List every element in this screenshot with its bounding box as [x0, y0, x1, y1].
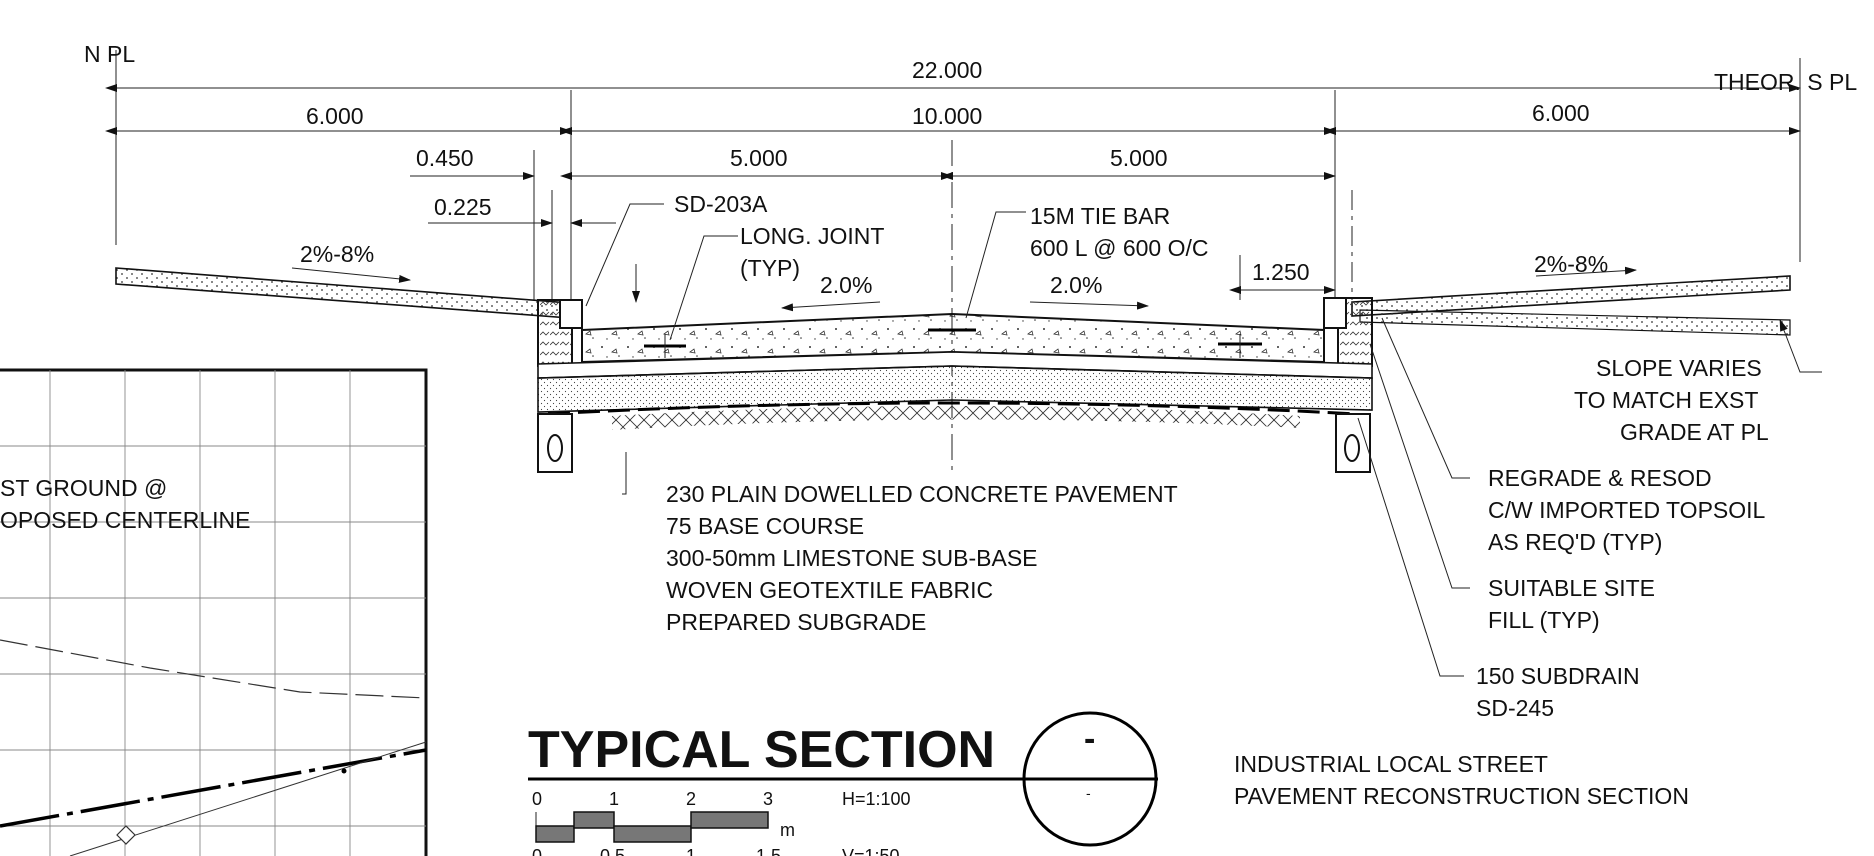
callout-site-fill-1: SUITABLE SITE [1488, 575, 1655, 601]
description-line-2: PAVEMENT RECONSTRUCTION SECTION [1234, 783, 1689, 809]
slope-arrow-pavement-right [1029, 301, 1149, 310]
scale-h-tick-1: 1 [609, 789, 619, 809]
callout-slope-varies-1: SLOPE VARIES [1596, 355, 1762, 381]
pavement-layer-5: PREPARED SUBGRADE [666, 609, 926, 635]
pavement-layer-1: 230 PLAIN DOWELLED CONCRETE PAVEMENT [666, 481, 1178, 507]
proposed-profile-line [0, 748, 427, 828]
section-title: TYPICAL SECTION [528, 721, 995, 779]
callout-slope-varies-2: TO MATCH EXST [1574, 387, 1758, 413]
title-block: TYPICAL SECTION - - INDUSTRIAL LOCAL STR… [528, 711, 1689, 847]
callout-regrade-2: C/W IMPORTED TOPSOIL [1488, 497, 1766, 523]
cross-section: 2%-8% 2.0% 2.0% 2%-8% [115, 241, 1791, 473]
scale-v-ratio: V=1:50 [842, 846, 900, 856]
pavement-layer-4: WOVEN GEOTEXTILE FABRIC [666, 577, 993, 603]
profile-diamond-marker [116, 825, 136, 845]
dim-roadway: 10.000 [912, 103, 982, 129]
callout-tie-bar-2: 600 L @ 600 O/C [1030, 235, 1209, 261]
dim-overall: 22.000 [912, 57, 982, 83]
slope-pavement-right: 2.0% [1050, 272, 1102, 298]
north-property-line-label: N PL [84, 41, 135, 67]
left-subdrain-pipe [547, 434, 563, 462]
dim-lane-left: 5.000 [730, 145, 788, 171]
dim-boulevard-right: 6.000 [1532, 100, 1590, 126]
scale-h-tick-0: 0 [532, 789, 542, 809]
dim-curb-offset: 0.225 [434, 194, 492, 220]
callout-long-joint-2: (TYP) [740, 255, 800, 281]
left-boulevard-topsoil [115, 267, 571, 319]
dimension-lines: 22.000 6.000 10.000 6.000 0.450 5.000 5.… [105, 50, 1801, 470]
scale-v-tick-2: 1 [686, 846, 696, 856]
profile-label-1: ST GROUND @ [0, 475, 167, 501]
geotextile-line [547, 401, 1357, 416]
callout-leaders [585, 203, 1822, 677]
sub-base [537, 365, 1373, 413]
right-boulevard-topsoil [1351, 275, 1791, 317]
callout-sd203a: SD-203A [674, 191, 768, 217]
callout-slope-varies-3: GRADE AT PL [1620, 419, 1769, 445]
dim-lane-right: 5.000 [1110, 145, 1168, 171]
scale-h-tick-2: 2 [686, 789, 696, 809]
scale-v-tick-0: 0 [532, 846, 542, 856]
callout-regrade-3: AS REQ'D (TYP) [1488, 529, 1662, 555]
right-subdrain-pipe [1344, 434, 1360, 462]
scale-h-tick-3: 3 [763, 789, 773, 809]
left-subdrain-box [537, 413, 573, 473]
callout-site-fill-2: FILL (TYP) [1488, 607, 1600, 633]
pavement-layer-2: 75 BASE COURSE [666, 513, 864, 539]
slope-arrow-left-boulevard [291, 267, 411, 283]
section-symbol-bottom: - [1086, 785, 1091, 801]
slope-pavement-left: 2.0% [820, 272, 872, 298]
slope-right-boulevard: 2%-8% [1534, 251, 1608, 277]
callout-long-joint-1: LONG. JOINT [740, 223, 884, 249]
profile-label-2: OPOSED CENTERLINE [0, 507, 251, 533]
right-curb-top [1323, 297, 1347, 329]
profile-inset: ST GROUND @ OPOSED CENTERLINE [0, 368, 428, 856]
callout-tie-bar-1: 15M TIE BAR [1030, 203, 1170, 229]
description-line-1: INDUSTRIAL LOCAL STREET [1234, 751, 1548, 777]
dim-curb-width: 0.450 [416, 145, 474, 171]
slope-arrow-pavement-left [781, 301, 881, 312]
left-curb-top [559, 299, 583, 329]
callout-regrade-1: REGRADE & RESOD [1488, 465, 1712, 491]
south-property-line-label: THEOR. S PL [1714, 69, 1857, 95]
dim-boulevard-left: 6.000 [306, 103, 364, 129]
section-symbol-top: - [1084, 720, 1095, 758]
existing-ground-line [0, 639, 427, 699]
pavement-layer-3: 300-50mm LIMESTONE SUB-BASE [666, 545, 1038, 571]
scale-bar: 0 1 2 3 H=1:100 m 0 0.5 1 1.5 V=1:50 [532, 789, 911, 856]
scale-unit: m [780, 820, 795, 840]
slope-arrow-right-boulevard [1535, 266, 1637, 277]
dim-tie-bar-offset: 1.250 [1252, 259, 1310, 285]
scale-v-tick-1: 0.5 [600, 846, 625, 856]
scale-h-ratio: H=1:100 [842, 789, 911, 809]
subgrade-hatch [612, 406, 1300, 430]
slope-left-boulevard: 2%-8% [300, 241, 374, 267]
right-boulevard-fill [1359, 309, 1791, 336]
callout-subdrain-1: 150 SUBDRAIN [1476, 663, 1640, 689]
scale-v-tick-3: 1.5 [756, 846, 781, 856]
callout-subdrain-2: SD-245 [1476, 695, 1554, 721]
